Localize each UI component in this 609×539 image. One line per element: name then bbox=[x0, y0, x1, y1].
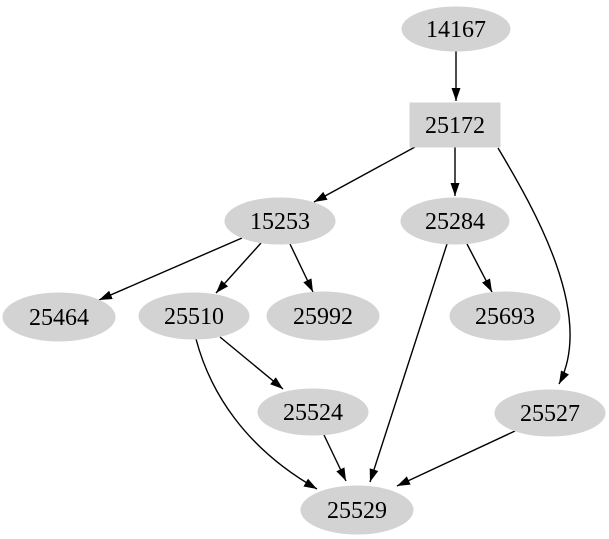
edge-25527-to-25529 bbox=[396, 430, 516, 487]
node-25527-label: 25527 bbox=[520, 401, 580, 427]
edge-25284-to-25529 bbox=[369, 243, 448, 483]
node-25524-shape bbox=[257, 388, 369, 436]
node-25529-label: 25529 bbox=[327, 498, 387, 524]
node-14167-label: 14167 bbox=[426, 17, 486, 43]
edge-15253-to-25464 bbox=[98, 237, 243, 301]
edge-15253-to-25992 bbox=[289, 243, 314, 293]
node-25524-label: 25524 bbox=[283, 400, 343, 426]
edge-25510-to-25524 bbox=[219, 336, 284, 390]
node-15253-label: 15253 bbox=[250, 209, 310, 235]
node-25464-shape bbox=[2, 292, 116, 342]
node-25992-shape bbox=[266, 291, 380, 341]
edges-layer bbox=[98, 51, 571, 490]
node-25464-label: 25464 bbox=[29, 305, 89, 331]
node-25510-label: 25510 bbox=[164, 304, 224, 330]
node-25527-shape bbox=[494, 389, 606, 437]
edge-15253-to-25510 bbox=[215, 242, 262, 294]
edge-25524-to-25529 bbox=[323, 434, 347, 482]
edge-25510-to-25529 bbox=[195, 338, 318, 490]
node-25284-shape bbox=[400, 197, 510, 245]
node-25284-label: 25284 bbox=[425, 209, 485, 235]
node-25693-label: 25693 bbox=[475, 304, 535, 330]
node-14167-shape bbox=[401, 6, 511, 52]
node-25510-shape bbox=[138, 292, 250, 340]
node-25693-shape bbox=[449, 291, 561, 341]
edge-25172-to-25527 bbox=[497, 147, 571, 385]
node-25172-label: 25172 bbox=[425, 113, 485, 139]
node-25529-shape bbox=[300, 485, 414, 535]
node-25992-label: 25992 bbox=[293, 304, 353, 330]
edge-25172-to-15253 bbox=[313, 146, 416, 203]
nodes-layer: 14167 25172 15253 25284 25464 25510 25992 25693… bbox=[2, 6, 606, 535]
edge-25284-to-25693 bbox=[466, 243, 493, 293]
node-15253-shape bbox=[224, 197, 336, 245]
node-25172-shape bbox=[409, 102, 501, 148]
